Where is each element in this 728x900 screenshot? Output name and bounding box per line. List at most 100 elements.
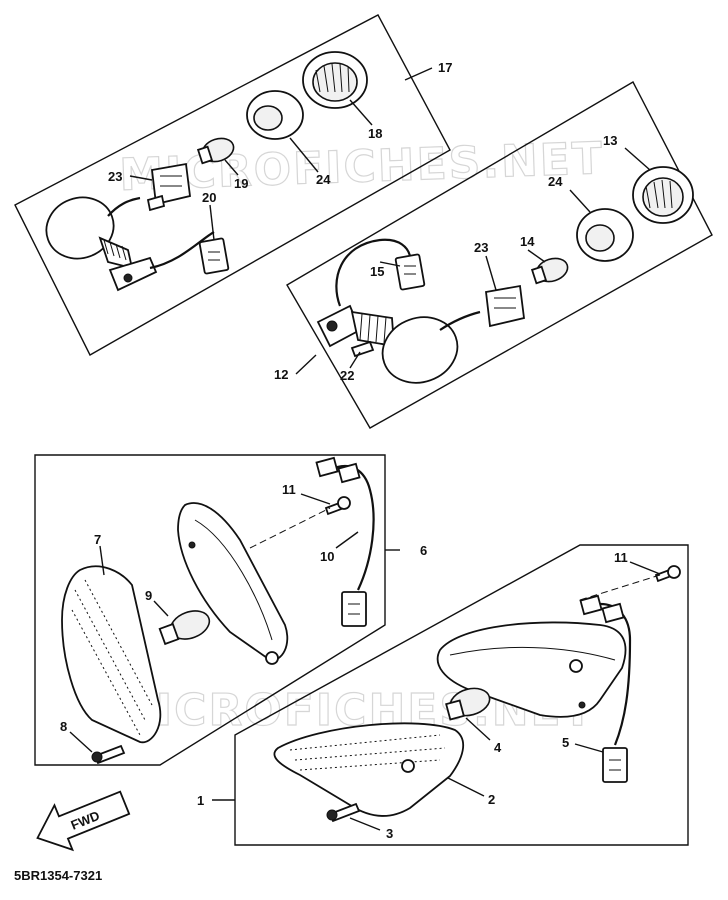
leader-23a bbox=[129, 175, 153, 181]
connector-15-detail bbox=[404, 265, 416, 275]
wire-lead-20 bbox=[149, 231, 215, 270]
connector-10-detail bbox=[348, 603, 360, 615]
callout-24-a: 24 bbox=[316, 172, 331, 187]
callout-4: 4 bbox=[494, 740, 502, 755]
lens-2-mount bbox=[401, 759, 415, 773]
assembly-12-frame bbox=[286, 81, 713, 429]
leader-11a bbox=[300, 493, 331, 505]
bulb-4-base bbox=[445, 699, 465, 721]
ring-18-ribs bbox=[315, 63, 350, 93]
lens-7 bbox=[61, 565, 162, 743]
socket-23-tab bbox=[146, 194, 166, 212]
callout-23-b: 23 bbox=[474, 240, 488, 255]
leader-18 bbox=[349, 99, 373, 126]
connector-15 bbox=[394, 253, 426, 291]
assembly-1-side-lamp bbox=[234, 544, 689, 846]
assembly-12-turn-signal bbox=[286, 81, 713, 429]
gasket-24-rear-inner bbox=[253, 105, 283, 131]
housing-6-edge bbox=[194, 519, 273, 641]
callout-11-right: 11 bbox=[614, 550, 628, 565]
housing-1-mount bbox=[569, 659, 583, 673]
callout-11-left: 11 bbox=[282, 482, 296, 497]
socket-12-wires bbox=[439, 310, 481, 331]
callout-1: 1 bbox=[197, 793, 204, 808]
stalk-ribs bbox=[103, 239, 127, 261]
signal-housing-rear-left bbox=[45, 196, 115, 260]
socket-wires bbox=[107, 196, 141, 217]
lens-7-texture bbox=[71, 579, 153, 736]
callout-8: 8 bbox=[60, 719, 67, 734]
fwd-arrow-shape bbox=[36, 790, 131, 852]
assembly-17-frame bbox=[14, 14, 451, 356]
housing-1-hole bbox=[578, 701, 586, 709]
leader-8 bbox=[69, 731, 93, 753]
leader-19 bbox=[224, 159, 239, 176]
mount-bracket bbox=[108, 256, 158, 292]
housing-1-edge bbox=[449, 646, 616, 661]
lens-2 bbox=[273, 722, 465, 817]
leader-2 bbox=[447, 777, 485, 797]
leader-10 bbox=[335, 531, 359, 549]
callout-17: 17 bbox=[438, 60, 452, 75]
screw-22 bbox=[350, 340, 375, 358]
leader-lines bbox=[69, 67, 661, 831]
callout-7: 7 bbox=[94, 532, 101, 547]
ring-18-inner bbox=[312, 62, 358, 102]
bulb-14-base bbox=[530, 265, 548, 285]
leader-23b bbox=[485, 255, 497, 291]
callout-22: 22 bbox=[340, 368, 354, 383]
leader-11b bbox=[629, 561, 661, 575]
bulb-socket-23-b bbox=[485, 284, 525, 328]
assembly-6-frame bbox=[34, 454, 386, 766]
leader-4 bbox=[465, 717, 491, 741]
lamp-housing-6 bbox=[177, 502, 289, 661]
leader-13 bbox=[624, 147, 651, 171]
bracket-bolt-hole bbox=[123, 273, 133, 283]
assembly-6-side-lamp bbox=[34, 454, 386, 766]
callout-24-b: 24 bbox=[548, 174, 563, 189]
leader-14 bbox=[527, 249, 546, 263]
assembly-17-rear-turn-signal bbox=[14, 14, 451, 356]
leader-5 bbox=[574, 743, 604, 753]
housing-6-hole bbox=[188, 541, 196, 549]
assembly-1-guide bbox=[579, 574, 661, 601]
leader-3 bbox=[349, 817, 381, 831]
callout-9: 9 bbox=[145, 588, 152, 603]
connector-20-detail bbox=[208, 251, 220, 261]
callout-labels: 17 18 19 20 23 24 13 24 14 23 15 12 22 1… bbox=[60, 60, 628, 841]
callout-19: 19 bbox=[234, 176, 248, 191]
callout-13: 13 bbox=[603, 133, 617, 148]
leader-20 bbox=[209, 204, 215, 241]
diagram-code: 5BR1354-7321 bbox=[14, 868, 102, 883]
callout-20: 20 bbox=[202, 190, 216, 205]
connector-20 bbox=[198, 237, 230, 275]
connector-5 bbox=[602, 747, 628, 783]
housing-6-mount bbox=[265, 651, 279, 665]
wire-lead-15 bbox=[335, 238, 412, 307]
leader-15 bbox=[379, 261, 401, 267]
socket-23b-detail bbox=[494, 297, 516, 309]
lens-2-texture bbox=[289, 734, 446, 771]
ring-13-ribs bbox=[645, 179, 673, 209]
screw-11-right-head bbox=[667, 565, 681, 579]
callout-5: 5 bbox=[562, 735, 569, 750]
callout-10: 10 bbox=[320, 549, 334, 564]
callout-15: 15 bbox=[370, 264, 384, 279]
signal-housing-12 bbox=[381, 316, 459, 384]
leader-7 bbox=[99, 545, 105, 576]
bracket-12-hole bbox=[326, 320, 338, 332]
callout-2: 2 bbox=[488, 792, 495, 807]
assembly-1-frame bbox=[234, 544, 689, 846]
harness-5-terminal-a bbox=[579, 594, 603, 616]
ring-13-inner bbox=[642, 177, 684, 217]
bulb-socket-23 bbox=[151, 162, 191, 206]
callout-14: 14 bbox=[520, 234, 535, 249]
fwd-arrow: FWD bbox=[36, 790, 131, 852]
callout-12: 12 bbox=[274, 367, 288, 382]
watermark-top: MICROFICHES.NET bbox=[119, 133, 605, 201]
leader-22 bbox=[349, 351, 361, 369]
leader-12 bbox=[295, 354, 317, 375]
leader-17 bbox=[404, 67, 433, 81]
leader-9 bbox=[153, 600, 169, 617]
